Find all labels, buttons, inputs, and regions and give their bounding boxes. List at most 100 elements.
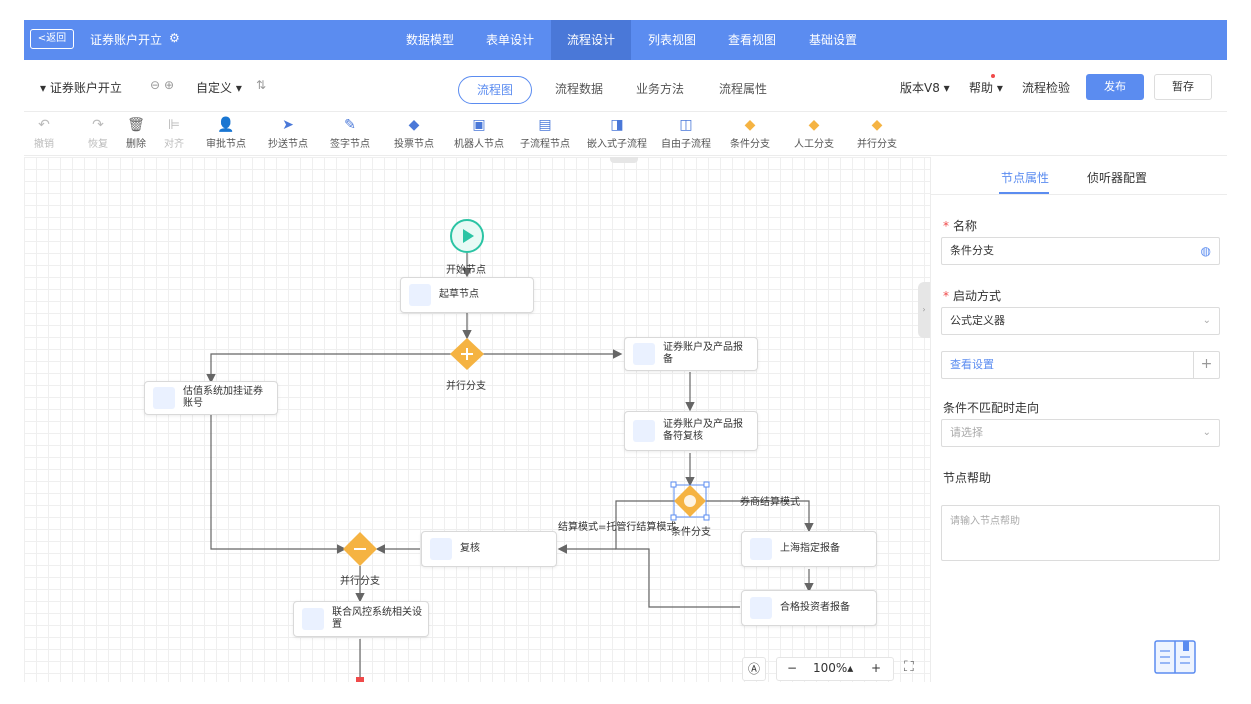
panel-collapse-handle[interactable]: › [918, 282, 930, 338]
mismatch-label: 条件不匹配时走向 [943, 401, 1040, 415]
align-icon: ⊫ [167, 117, 181, 133]
nav-tab-list-view[interactable]: 列表视图 [647, 33, 696, 47]
user-icon [430, 538, 452, 560]
nav-tab-basic-settings[interactable]: 基础设置 [808, 33, 857, 47]
zoom-out-in-icon[interactable]: ⊖⊕ [150, 78, 179, 92]
subtab-business-methods[interactable]: 业务方法 [635, 82, 684, 96]
user-icon [633, 343, 655, 365]
flow-name-dropdown[interactable]: ▾ 证券账户开立 [40, 81, 122, 95]
delete-button[interactable]: 🗑 删除 [118, 116, 154, 150]
name-input[interactable]: 条件分支 ◍ [941, 237, 1220, 265]
flow-edges [206, 219, 814, 682]
custom-select[interactable]: 自定义 ▾ [196, 81, 242, 95]
notification-dot [991, 74, 995, 78]
tab-listener-config[interactable]: 侦听器配置 [1087, 171, 1148, 185]
version-dropdown[interactable]: 版本V8 ▾ [900, 81, 950, 95]
approval-node-tool[interactable]: 👤 审批节点 [194, 116, 258, 150]
mismatch-select[interactable]: 请选择 ⌄ [941, 419, 1220, 447]
publish-button[interactable]: 发布 [1086, 74, 1144, 100]
cc-node-tool[interactable]: ➤ 抄送节点 [256, 116, 320, 150]
toolbar-collapse-handle[interactable] [610, 157, 638, 163]
valuation-node[interactable]: 估值系统加挂证券账号 [144, 381, 278, 415]
align-button[interactable]: ⊫ 对齐 [156, 116, 192, 150]
app-title: 证券账户开立 [90, 33, 163, 47]
sort-icon[interactable]: ⇅ [256, 78, 267, 92]
nav-tab-detail-view[interactable]: 查看视图 [727, 33, 776, 47]
qualified-investor-node[interactable]: 合格投资者报备 [741, 590, 877, 626]
chevron-down-icon: ⌄ [1202, 315, 1211, 326]
user-icon [633, 420, 655, 442]
parallel-branch-tool[interactable]: ◆ 并行分支 [845, 116, 909, 150]
manual-branch-tool[interactable]: ◆ 人工分支 [782, 116, 846, 150]
start-node-label: 开始节点 [446, 265, 486, 276]
shanghai-node[interactable]: 上海指定报备 [741, 531, 877, 567]
add-icon[interactable]: + [1193, 351, 1219, 379]
broker-mode-label: 券商结算模式 [740, 497, 800, 508]
chevron-down-icon: ⌄ [1202, 427, 1211, 438]
subflow-icon: ▤ [538, 117, 552, 133]
condition-branch-tool[interactable]: ◆ 条件分支 [718, 116, 782, 150]
name-label: *名称 [943, 219, 978, 233]
parallel-gateway-1-label: 并行分支 [446, 381, 486, 392]
tab-node-properties[interactable]: 节点属性 [1001, 171, 1050, 185]
draft-node[interactable]: 起草节点 [400, 277, 534, 313]
free-subflow-tool[interactable]: ◫ 自由子流程 [654, 116, 718, 150]
subtab-flowchart[interactable]: 流程图 [458, 76, 532, 104]
review-node[interactable]: 复核 [421, 531, 557, 567]
view-settings-field[interactable]: 查看设置 + [941, 351, 1220, 379]
node-help-label: 节点帮助 [943, 471, 992, 485]
zoom-level[interactable]: 100%▴ [813, 661, 854, 675]
zoom-in-button[interactable]: + [871, 661, 882, 675]
subflow-node-tool[interactable]: ▤ 子流程节点 [513, 116, 577, 150]
redo-icon: ↷ [92, 117, 104, 133]
redo-button[interactable]: ↷ 恢复 [80, 116, 116, 150]
start-mode-select[interactable]: 公式定义器 ⌄ [941, 307, 1220, 335]
fullscreen-icon[interactable]: ⛶ [904, 659, 914, 675]
undo-button[interactable]: ↶ 撤销 [26, 116, 62, 150]
settings-gear-icon[interactable]: ⚙ [169, 31, 180, 45]
nav-tab-flow-design[interactable]: 流程设计 [551, 20, 631, 60]
sign-node-tool[interactable]: ✎ 签字节点 [318, 116, 382, 150]
save-draft-button[interactable]: 暂存 [1154, 74, 1212, 100]
custody-mode-label: 结算模式=托管行结算模式 [558, 522, 677, 533]
flow-check-button[interactable]: 流程检验 [1022, 81, 1071, 95]
workflow-designer: <返回 证券账户开立 ⚙ 数据模型 表单设计 流程设计 列表视图 查看视图 基础… [24, 20, 1227, 682]
properties-panel: 节点属性 侦听器配置 *名称 条件分支 ◍ *启动方式 公式定义器 ⌄ 查看设置… [930, 157, 1227, 682]
parallel-gateway-2-label: 并行分支 [340, 576, 380, 587]
start-mode-label: *启动方式 [943, 289, 1002, 303]
free-subflow-icon: ◫ [679, 117, 693, 133]
manual-branch-icon: ◆ [808, 117, 820, 133]
review-report-node[interactable]: 证券账户及产品报备符复核 [624, 411, 758, 451]
subtab-flow-properties[interactable]: 流程属性 [718, 82, 767, 96]
send-icon: ➤ [282, 117, 294, 133]
zoom-out-button[interactable]: − [787, 661, 798, 675]
flow-canvas[interactable]: 开始节点 起草节点 并行分支 估值系统加挂证券账号 证券账户及产品报备 证券账户… [24, 157, 930, 682]
undo-icon: ↶ [38, 117, 50, 133]
nav-tab-form-design[interactable]: 表单设计 [485, 33, 534, 47]
risk-control-node[interactable]: 联合风控系统相关设置 [293, 601, 429, 637]
user-icon [750, 597, 772, 619]
user-icon: 👤 [217, 117, 235, 133]
vote-icon: ◆ [408, 117, 420, 133]
node-help-textarea[interactable]: 请输入节点帮助 [941, 505, 1220, 561]
manual-book-icon[interactable] [1153, 639, 1197, 677]
condition-gateway-label: 条件分支 [671, 527, 711, 538]
compass-icon[interactable]: Ⓐ [742, 657, 766, 681]
document-icon [409, 284, 431, 306]
parallel-icon: ◆ [871, 117, 883, 133]
top-nav: <返回 证券账户开立 ⚙ 数据模型 表单设计 流程设计 列表视图 查看视图 基础… [24, 20, 1227, 60]
active-tab-underline [999, 192, 1049, 194]
embedded-subflow-tool[interactable]: ◨ 嵌入式子流程 [583, 116, 651, 150]
panel-tabs: 节点属性 侦听器配置 [931, 157, 1227, 195]
robot-node-tool[interactable]: ▣ 机器人节点 [447, 116, 511, 150]
nav-tab-data-model[interactable]: 数据模型 [405, 33, 454, 47]
back-button[interactable]: <返回 [30, 29, 74, 49]
vote-node-tool[interactable]: ◆ 投票节点 [382, 116, 446, 150]
globe-icon[interactable]: ◍ [1200, 244, 1211, 258]
robot-icon: ▣ [472, 117, 486, 133]
report-node[interactable]: 证券账户及产品报备 [624, 337, 758, 371]
condition-icon: ◆ [744, 117, 756, 133]
user-icon [153, 387, 175, 409]
subtab-flow-data[interactable]: 流程数据 [554, 82, 603, 96]
help-dropdown[interactable]: 帮助 ▾ [969, 81, 1003, 95]
